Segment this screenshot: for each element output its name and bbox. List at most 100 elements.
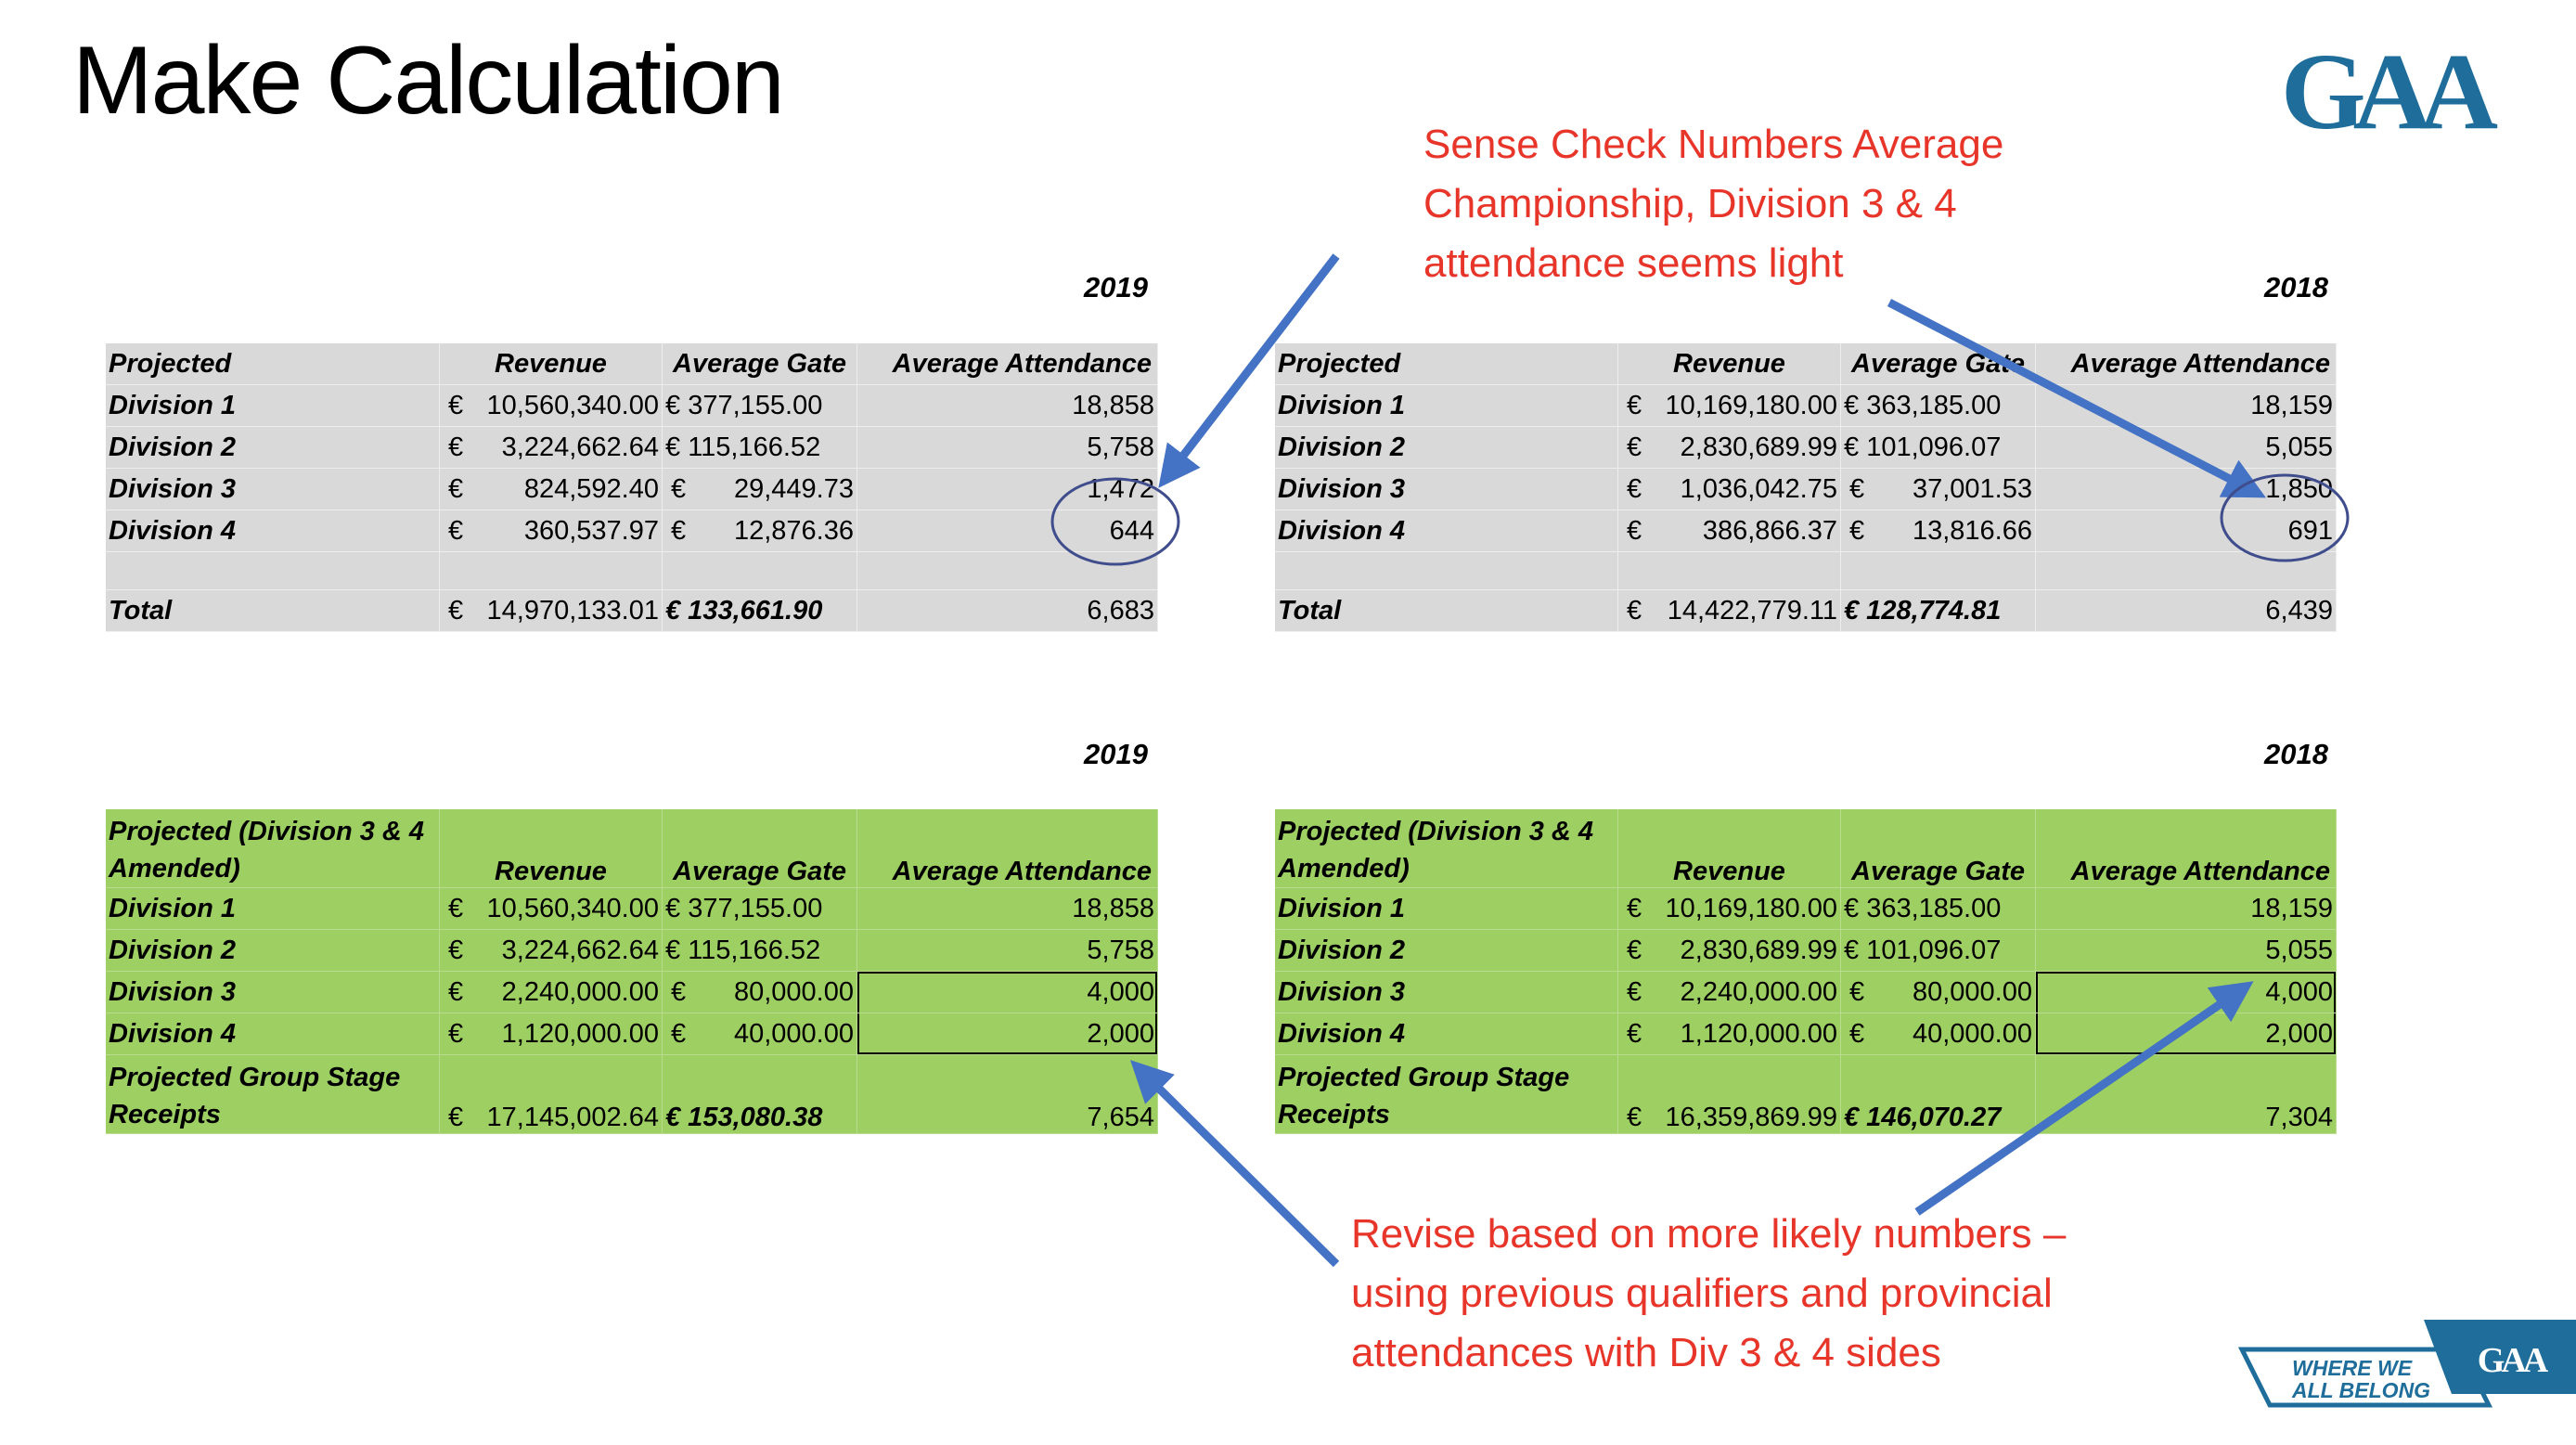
table-row: Division 1 €10,560,340.00 € 377,155.00 1…	[106, 888, 1158, 930]
row-label: Division 1	[1275, 888, 1618, 930]
svg-text:ALL BELONG: ALL BELONG	[2291, 1378, 2430, 1402]
gate-cell: € 377,155.00	[663, 385, 857, 427]
revenue-cell: €824,592.40	[440, 469, 663, 510]
attendance-cell-boxed: 4,000	[857, 972, 1158, 1013]
table-header-row: Projected (Division 3 & 4 Amended) Reven…	[106, 809, 1158, 888]
row-label: Projected Group Stage Receipts	[106, 1055, 440, 1134]
attendance-cell: 1,850	[2036, 469, 2337, 510]
row-label: Division 2	[1275, 930, 1618, 972]
gate-cell: € 363,185.00	[1841, 385, 2036, 427]
table-row: Division 2 €3,224,662.64 € 115,166.52 5,…	[106, 427, 1158, 469]
attendance-cell: 1,472	[857, 469, 1158, 510]
revenue-cell: €3,224,662.64	[440, 930, 663, 972]
note-revise: Revise based on more likely numbers – us…	[1351, 1211, 2067, 1375]
table-row: Division 3 €2,240,000.00 €80,000.00 4,00…	[1275, 972, 2337, 1013]
row-label: Division 3	[1275, 469, 1618, 510]
gate-cell: € 115,166.52	[663, 930, 857, 972]
table-2019-projected: Projected Revenue Average Gate Average A…	[106, 343, 1158, 632]
revenue-cell: €14,970,133.01	[440, 590, 663, 632]
row-label: Division 3	[106, 972, 440, 1013]
attendance-cell: 7,654	[857, 1055, 1158, 1134]
header-projected-amended: Projected (Division 3 & 4 Amended)	[106, 809, 440, 888]
row-label: Division 2	[106, 427, 440, 469]
gate-cell: € 128,774.81	[1841, 590, 2036, 632]
gate-cell: € 101,096.07	[1841, 930, 2036, 972]
table-row: Division 1 €10,169,180.00 € 363,185.00 1…	[1275, 385, 2337, 427]
attendance-cell-boxed: 2,000	[2036, 1013, 2337, 1055]
attendance-cell: 7,304	[2036, 1055, 2337, 1134]
table-row: Division 2 €3,224,662.64 € 115,166.52 5,…	[106, 930, 1158, 972]
year-label-2019-bottom: 2019	[1084, 738, 1148, 770]
revenue-cell: €10,560,340.00	[440, 888, 663, 930]
gate-cell: €40,000.00	[663, 1013, 857, 1055]
gate-cell: €80,000.00	[1841, 972, 2036, 1013]
revenue-cell: €2,240,000.00	[1618, 972, 1841, 1013]
table-row: Division 4 €386,866.37 €13,816.66 691	[1275, 510, 2337, 552]
header-average-attendance: Average Attendance	[2036, 809, 2337, 888]
gate-cell: € 146,070.27	[1841, 1055, 2036, 1134]
year-label-2018-top: 2018	[2264, 271, 2328, 303]
attendance-cell: 5,758	[857, 930, 1158, 972]
header-revenue: Revenue	[1618, 343, 1841, 385]
attendance-cell: 6,683	[857, 590, 1158, 632]
page-title: Make Calculation	[72, 27, 785, 135]
row-label: Division 3	[106, 469, 440, 510]
note-sense-check: Sense Check Numbers Average Championship…	[1423, 122, 2004, 286]
header-average-attendance: Average Attendance	[857, 343, 1158, 385]
revenue-cell: €386,866.37	[1618, 510, 1841, 552]
attendance-cell: 6,439	[2036, 590, 2337, 632]
table-header-row: Projected Revenue Average Gate Average A…	[1275, 343, 2337, 385]
revenue-cell: €3,224,662.64	[440, 427, 663, 469]
attendance-cell-boxed: 4,000	[2036, 972, 2337, 1013]
row-label: Division 2	[106, 930, 440, 972]
gate-cell: €37,001.53	[1841, 469, 2036, 510]
table-row: Division 1 €10,560,340.00 € 377,155.00 1…	[106, 385, 1158, 427]
revenue-cell: €1,120,000.00	[440, 1013, 663, 1055]
table-row-blank	[106, 552, 1158, 590]
gate-cell: € 101,096.07	[1841, 427, 2036, 469]
table-row-total: Projected Group Stage Receipts €16,359,8…	[1275, 1055, 2337, 1134]
svg-text:WHERE WE: WHERE WE	[2292, 1356, 2413, 1380]
revenue-cell: €2,240,000.00	[440, 972, 663, 1013]
row-label: Division 4	[1275, 510, 1618, 552]
gate-cell: €29,449.73	[663, 469, 857, 510]
table-row: Division 4 €1,120,000.00 €40,000.00 2,00…	[106, 1013, 1158, 1055]
revenue-cell: €10,560,340.00	[440, 385, 663, 427]
attendance-cell: 18,858	[857, 888, 1158, 930]
table-2019-amended: Projected (Division 3 & 4 Amended) Reven…	[106, 809, 1158, 1134]
revenue-cell: €16,359,869.99	[1618, 1055, 1841, 1134]
row-label: Total	[1275, 590, 1618, 632]
gate-cell: € 115,166.52	[663, 427, 857, 469]
table-row-total: Projected Group Stage Receipts €17,145,0…	[106, 1055, 1158, 1134]
gate-cell: €40,000.00	[1841, 1013, 2036, 1055]
row-label: Division 4	[106, 510, 440, 552]
table-row: Division 4 €360,537.97 €12,876.36 644	[106, 510, 1158, 552]
header-projected: Projected	[106, 343, 440, 385]
revenue-cell: €10,169,180.00	[1618, 385, 1841, 427]
revenue-cell: €2,830,689.99	[1618, 427, 1841, 469]
revenue-cell: €14,422,779.11	[1618, 590, 1841, 632]
table-row-total: Total €14,422,779.11 € 128,774.81 6,439	[1275, 590, 2337, 632]
table-row: Division 1 €10,169,180.00 € 363,185.00 1…	[1275, 888, 2337, 930]
year-label-2019-top: 2019	[1084, 271, 1148, 303]
row-label: Division 1	[106, 888, 440, 930]
attendance-cell: 691	[2036, 510, 2337, 552]
revenue-cell: €17,145,002.64	[440, 1055, 663, 1134]
row-label: Division 1	[1275, 385, 1618, 427]
header-average-gate: Average Gate	[1841, 343, 2036, 385]
row-label: Division 1	[106, 385, 440, 427]
gate-cell: €13,816.66	[1841, 510, 2036, 552]
attendance-cell: 18,858	[857, 385, 1158, 427]
gate-cell: € 153,080.38	[663, 1055, 857, 1134]
year-label-2018-bottom: 2018	[2264, 738, 2328, 770]
table-row: Division 3 €1,036,042.75 €37,001.53 1,85…	[1275, 469, 2337, 510]
gate-cell: €80,000.00	[663, 972, 857, 1013]
header-revenue: Revenue	[440, 343, 663, 385]
table-row: Division 2 €2,830,689.99 € 101,096.07 5,…	[1275, 427, 2337, 469]
header-revenue: Revenue	[440, 809, 663, 888]
row-label: Division 4	[106, 1013, 440, 1055]
row-label: Division 2	[1275, 427, 1618, 469]
attendance-cell: 18,159	[2036, 888, 2337, 930]
gate-cell: € 377,155.00	[663, 888, 857, 930]
table-row-blank	[1275, 552, 2337, 590]
